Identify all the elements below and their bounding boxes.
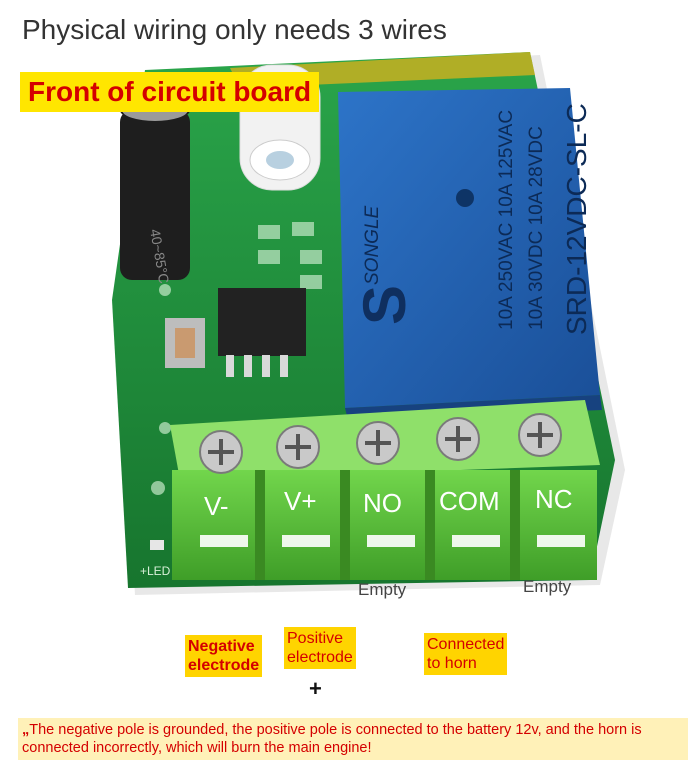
terminal-label-v-minus: V- xyxy=(204,491,229,521)
tag-line: electrode xyxy=(188,657,260,674)
capacitor: 40~85°C xyxy=(120,98,190,285)
tag-line: Connected xyxy=(427,636,505,653)
positive-electrode-tag: Positive electrode xyxy=(284,627,356,669)
tag-line: Negative xyxy=(188,638,255,655)
terminal-screws xyxy=(199,413,562,474)
warning-text: The negative pole is grounded, the posit… xyxy=(22,722,642,756)
no-empty-label: Empty xyxy=(358,580,407,599)
page-title: Physical wiring only needs 3 wires xyxy=(22,14,447,45)
tag-line: to horn xyxy=(427,655,477,672)
svg-text:+LED: +LED xyxy=(140,564,171,578)
front-of-board-label: Front of circuit board xyxy=(20,72,320,112)
terminal-label-nc: NC xyxy=(535,484,573,514)
connected-to-horn-tag: Connected to horn xyxy=(424,633,508,675)
terminal-label-no: NO xyxy=(363,488,402,518)
terminal-label-com: COM xyxy=(439,486,500,516)
chip xyxy=(218,288,306,377)
terminal-label-v-plus: V+ xyxy=(284,486,317,516)
tag-line: Positive xyxy=(287,630,344,647)
wiring-warning: „The negative pole is grounded, the posi… xyxy=(18,718,688,760)
tag-line: electrode xyxy=(287,649,353,666)
relay-rating-dc: 10A 30VDC 10A 28VDC xyxy=(526,126,547,330)
quote-mark-icon: „ xyxy=(22,722,30,738)
relay-rating-ac: 10A 250VAC 10A 125VAC xyxy=(496,110,517,330)
terminal-block: V- V+ NO COM NC xyxy=(170,400,600,580)
negative-electrode-tag: Negative electrode xyxy=(185,635,263,677)
relay-model: SRD-12VDC-SL-C xyxy=(561,103,592,335)
svg-text:S: S xyxy=(351,285,418,325)
nc-empty-label: Empty xyxy=(523,577,572,596)
plus-sign: + xyxy=(309,676,322,701)
relay-brand: SONGLE xyxy=(362,205,383,285)
